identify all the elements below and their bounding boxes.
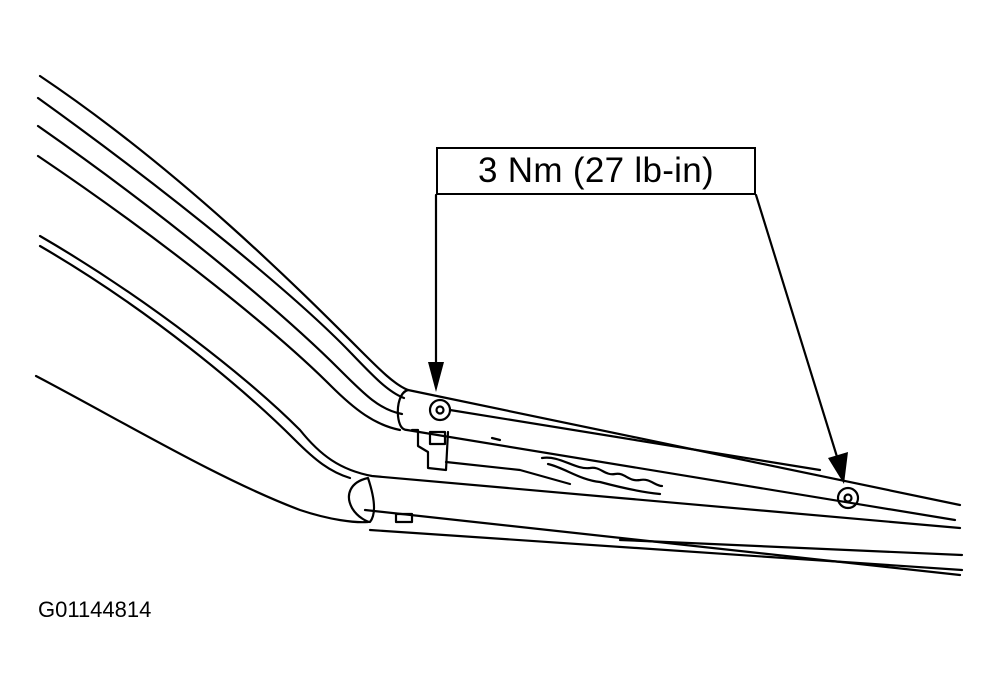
torque-callout-box: 3 Nm (27 lb-in) [436,147,756,195]
mounting-nut-1-outer [428,398,452,422]
wiper-arm-bottom-edge [405,428,957,522]
mounting-nut-1-inner [435,405,445,415]
spring-detail [540,456,664,488]
blade-tip [347,476,376,524]
pivot-bracket-base [444,460,572,486]
wiper-arm-mid-line [448,408,822,472]
upper-edge-line-4 [36,154,402,432]
pivot-bracket-tab [428,430,447,446]
lower-rail-line-2 [38,244,352,480]
torque-spec-label: 3 Nm (27 lb-in) [478,151,714,190]
callout-arrowhead-right [828,452,848,484]
cowl-panel-edge [34,374,370,524]
mounting-nut-2-outer [836,486,860,510]
upper-edge-line-3 [36,124,404,416]
figure-id-label: G01144814 [38,597,152,622]
callout-leader-right [754,193,840,462]
callout-arrowhead-left [428,362,444,392]
lower-rail-line-4 [368,528,964,572]
upper-edge-line-1 [38,74,410,392]
wiper-arm-cap [396,388,410,432]
lower-rail-line-1 [38,234,962,530]
pivot-bracket [410,428,450,472]
blade-clip [394,512,414,524]
mounting-nut-2-inner [843,493,853,503]
spring-detail-lower [546,462,662,496]
bracket-small-mark [490,436,502,442]
bottom-rail-line [618,538,964,557]
upper-edge-line-2 [36,96,406,400]
